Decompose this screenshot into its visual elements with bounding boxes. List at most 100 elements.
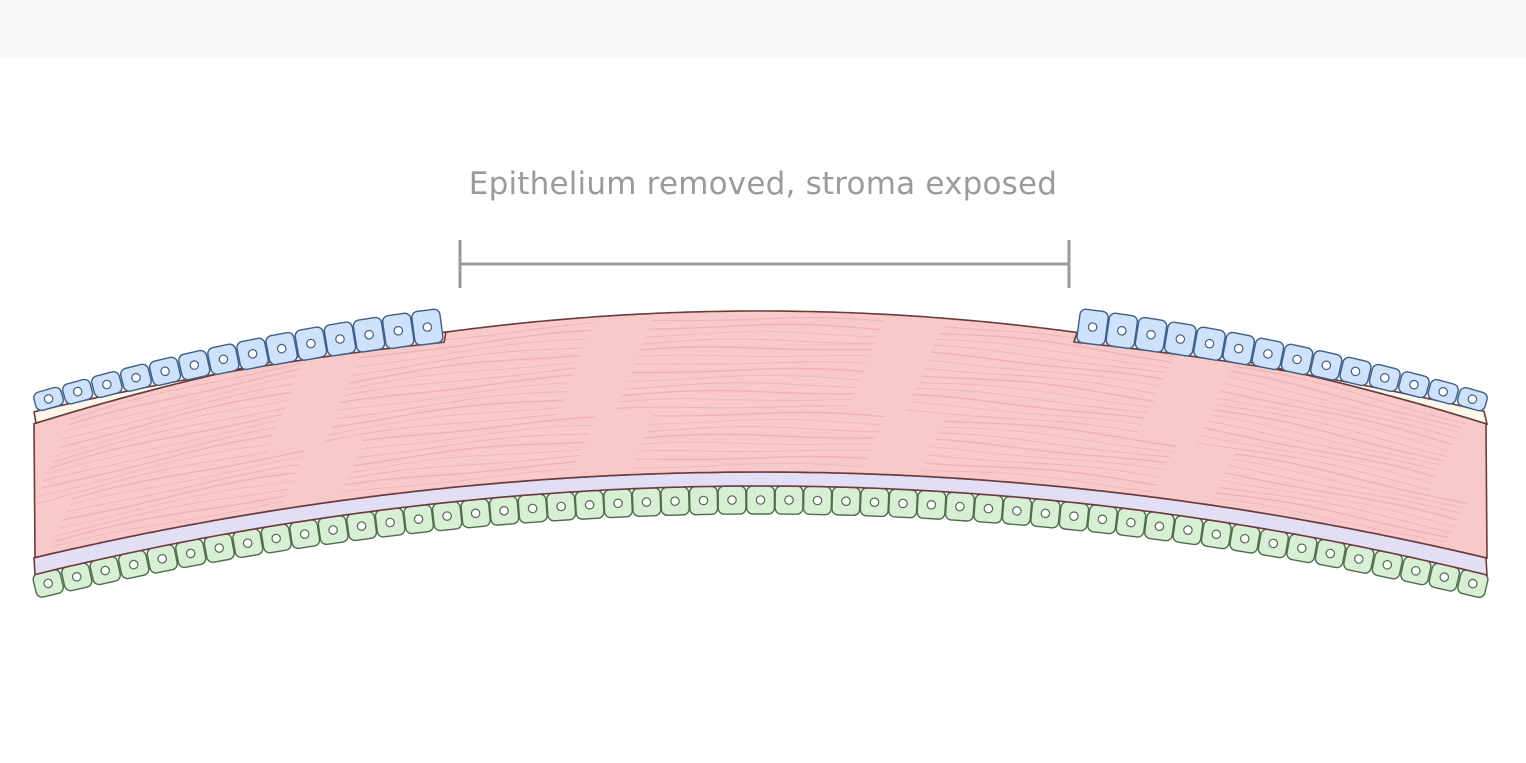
stroma-fiber	[71, 450, 305, 500]
stroma-fiber	[352, 347, 585, 376]
stroma-fiber	[643, 338, 876, 345]
stroma-fiber	[49, 413, 283, 469]
stroma-fiber	[619, 398, 852, 403]
stroma-fibers	[34, 317, 1467, 548]
stroma-fiber	[62, 472, 296, 521]
stroma-fiber	[915, 388, 1148, 414]
stroma-fiber	[343, 367, 576, 397]
stroma-fiber	[928, 454, 1161, 478]
stroma-fiber	[65, 464, 299, 513]
endothelial-cell	[431, 501, 463, 532]
stroma-fiber	[918, 382, 1151, 408]
epithelial-cell	[148, 356, 182, 387]
epithelial-cell	[236, 337, 269, 371]
epithelium-left	[33, 308, 444, 412]
epithelium-removed-label: Epithelium removed, stroma exposed	[468, 166, 1058, 202]
stroma-fiber	[1227, 376, 1460, 433]
endothelial-cell	[1143, 511, 1175, 542]
epithelial-cell	[1105, 312, 1139, 350]
stroma-fiber	[1233, 365, 1466, 425]
stroma-fiber	[64, 375, 298, 432]
stroma-fiber	[349, 354, 582, 384]
stroma-fiber	[52, 407, 286, 463]
endothelial-cell	[517, 493, 548, 524]
stroma-fiber	[50, 501, 284, 548]
stroma-fiber	[646, 331, 879, 338]
epithelial-cell	[1310, 350, 1343, 381]
stroma-fiber	[1215, 404, 1448, 458]
epithelial-cell	[119, 363, 152, 392]
stroma-fiber	[1221, 390, 1454, 446]
stroma-fiber	[353, 441, 586, 467]
endothelial-cell	[289, 519, 321, 550]
stroma-fiber	[356, 433, 589, 459]
stroma-fiber	[943, 420, 1176, 447]
stroma-fiber	[616, 405, 849, 409]
stroma-fiber	[1224, 383, 1457, 440]
epithelial-cell	[1251, 337, 1285, 371]
stroma-fiber	[912, 394, 1145, 419]
stroma-fiber	[936, 339, 1169, 368]
epithelial-cell	[1368, 363, 1401, 393]
stroma-fiber	[1206, 420, 1439, 471]
stroma-fiber	[634, 361, 867, 365]
epithelial-cell	[352, 316, 386, 353]
stroma-fiber	[641, 442, 874, 445]
stroma-fiber	[68, 456, 302, 506]
epithelial-cell	[178, 349, 211, 381]
stroma-fiber	[906, 409, 1139, 433]
stroma-fiber	[34, 451, 268, 505]
stroma-fiber	[628, 375, 861, 382]
endothelial-cell	[802, 485, 833, 516]
stroma-fiber	[43, 426, 277, 481]
epithelial-cell	[33, 386, 65, 412]
endothelial-cell	[603, 488, 633, 519]
stroma-fiber	[70, 362, 304, 420]
stroma-fiber	[359, 424, 592, 450]
stroma-fiber	[1230, 370, 1463, 429]
endothelial-cell	[1200, 519, 1232, 550]
stroma-fiber	[625, 382, 858, 390]
epithelial-cell	[294, 326, 328, 361]
endothelial-cell	[403, 504, 435, 535]
stroma-fiber	[647, 426, 880, 433]
epithelial-cell	[1222, 331, 1256, 366]
stroma-fiber	[350, 448, 583, 473]
epithelial-cell	[1339, 356, 1372, 387]
epithelial-cell	[323, 321, 357, 357]
stroma-fiber	[924, 367, 1157, 395]
endothelial-cell	[888, 488, 918, 519]
stroma-fiber	[934, 438, 1167, 464]
stroma-fiber	[358, 329, 591, 359]
epithelial-cell	[1193, 326, 1226, 361]
stroma-fiber	[1218, 398, 1451, 452]
stroma-fiber	[631, 367, 864, 374]
stroma-fiber	[341, 468, 574, 493]
stroma-fiber	[1216, 492, 1449, 539]
epithelial-cell	[1280, 343, 1314, 376]
stroma-fiber	[1231, 458, 1464, 509]
stroma-fiber	[1219, 486, 1452, 534]
stroma-fiber	[922, 470, 1155, 493]
endothelial-cell	[688, 485, 719, 516]
top-band	[0, 0, 1526, 58]
endothelial-cell	[1030, 498, 1061, 529]
stroma-fiber	[58, 391, 292, 448]
endothelial-cell	[317, 514, 349, 546]
stroma-fiber	[640, 346, 873, 351]
stroma-fiber	[939, 332, 1172, 363]
endothelial-cell	[1115, 507, 1147, 538]
endothelial-cell	[546, 491, 577, 522]
stroma-fiber	[328, 407, 561, 436]
stroma-fiber	[1212, 409, 1445, 462]
stroma-fiber	[940, 426, 1173, 453]
epithelial-cell	[1398, 371, 1430, 399]
endothelial-cell	[631, 487, 662, 517]
stroma-fiber	[635, 455, 868, 460]
endothelial-cell	[745, 485, 776, 515]
stroma-fiber	[1228, 465, 1461, 514]
endothelial-cell	[488, 495, 520, 526]
stroma-fiber	[1203, 427, 1436, 478]
endothelial-cell	[1229, 523, 1261, 554]
endothelial-cell	[973, 493, 1004, 524]
